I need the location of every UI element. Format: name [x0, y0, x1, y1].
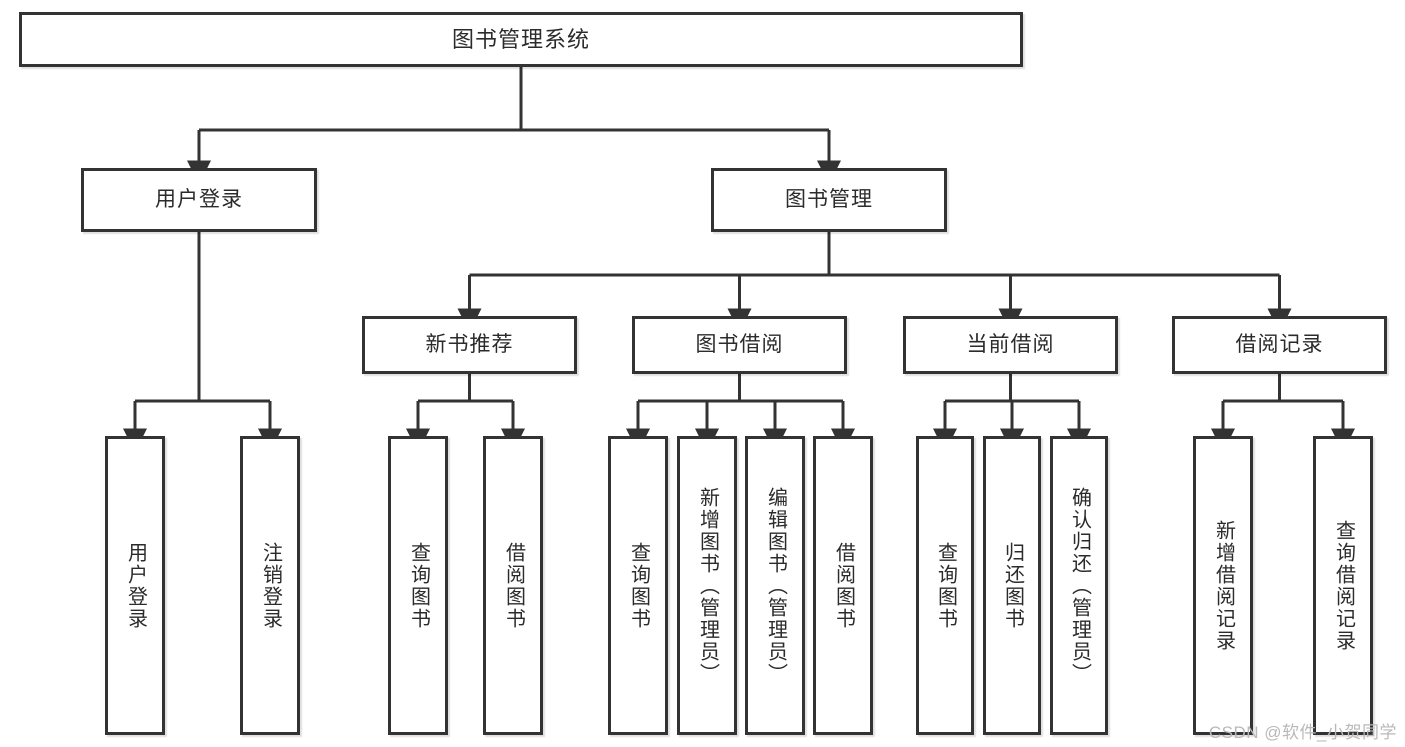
node-leaf-confirm-return[interactable]: 确认归还（管理员） — [1050, 436, 1108, 735]
node-leaf-borrow-book-2[interactable]: 借阅图书 — [813, 436, 873, 735]
node-book-manage[interactable]: 图书管理 — [711, 168, 947, 232]
node-label: 图书管理系统 — [451, 26, 590, 52]
node-label: 新书推荐 — [425, 332, 514, 356]
node-label: 归还图书 — [1001, 541, 1024, 630]
node-new-book-recommend[interactable]: 新书推荐 — [362, 316, 577, 374]
node-label: 用户登录 — [155, 187, 243, 211]
node-leaf-query-book-2[interactable]: 查询图书 — [608, 436, 668, 735]
node-borrow-record[interactable]: 借阅记录 — [1172, 316, 1387, 374]
node-leaf-user-login[interactable]: 用户登录 — [105, 436, 165, 735]
node-label: 图书管理 — [785, 187, 873, 211]
node-label: 用户登录 — [124, 541, 147, 630]
node-leaf-query-book-3[interactable]: 查询图书 — [916, 436, 974, 735]
node-label: 查询图书 — [934, 541, 957, 630]
node-current-borrow[interactable]: 当前借阅 — [903, 316, 1118, 374]
node-label: 查询图书 — [627, 541, 650, 630]
node-leaf-query-record[interactable]: 查询借阅记录 — [1313, 436, 1373, 735]
node-book-borrow[interactable]: 图书借阅 — [632, 316, 847, 374]
node-leaf-return-book[interactable]: 归还图书 — [983, 436, 1041, 735]
node-label: 当前借阅 — [966, 332, 1055, 356]
node-leaf-borrow-book-1[interactable]: 借阅图书 — [483, 436, 543, 735]
node-label: 借阅记录 — [1235, 332, 1324, 356]
node-leaf-add-book[interactable]: 新增图书（管理员） — [677, 436, 737, 735]
node-label: 新增借阅记录 — [1212, 519, 1235, 652]
node-label: 注销登录 — [259, 541, 282, 630]
node-label: 借阅图书 — [502, 541, 525, 630]
node-leaf-logout[interactable]: 注销登录 — [240, 436, 300, 735]
node-leaf-query-book-1[interactable]: 查询图书 — [388, 436, 448, 735]
node-label: 编辑图书（管理员） — [764, 486, 787, 685]
node-label: 借阅图书 — [832, 541, 855, 630]
node-leaf-add-record[interactable]: 新增借阅记录 — [1193, 436, 1253, 735]
node-root-book-management-system[interactable]: 图书管理系统 — [19, 12, 1023, 67]
node-user-login[interactable]: 用户登录 — [81, 168, 317, 232]
node-leaf-edit-book[interactable]: 编辑图书（管理员） — [745, 436, 805, 735]
node-label: 图书借阅 — [695, 332, 784, 356]
node-label: 查询借阅记录 — [1332, 519, 1355, 652]
node-label: 新增图书（管理员） — [696, 486, 719, 685]
node-label: 查询图书 — [407, 541, 430, 630]
node-label: 确认归还（管理员） — [1068, 486, 1091, 685]
